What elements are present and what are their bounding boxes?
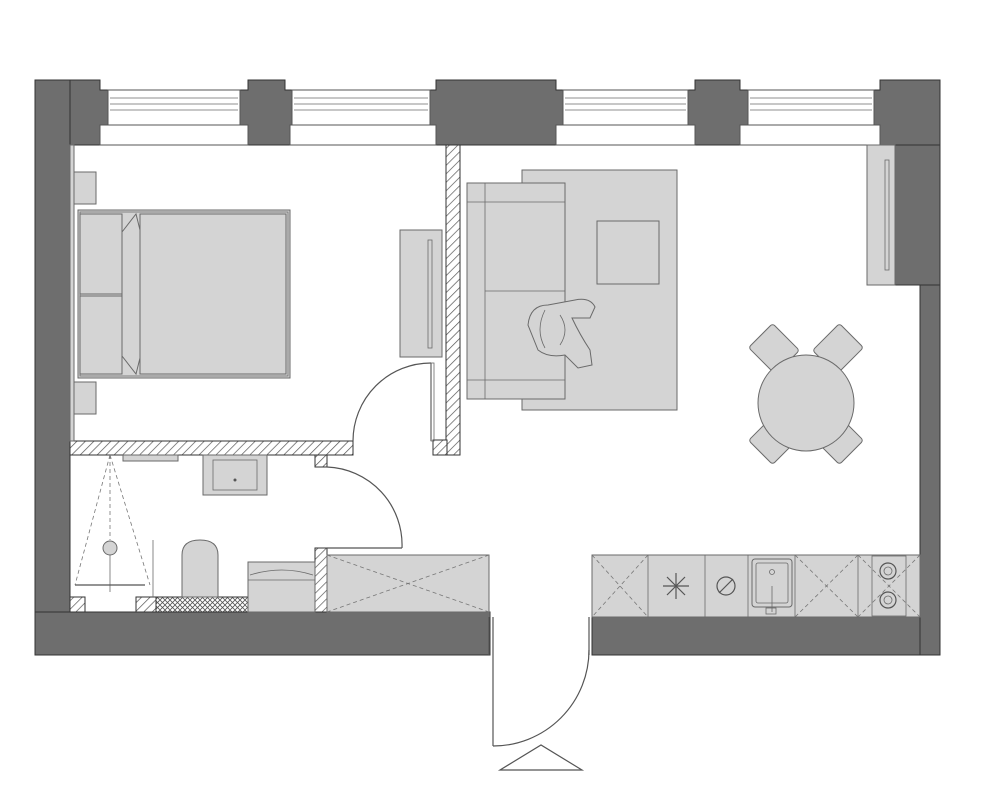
wall-bottom-right — [591, 616, 941, 656]
bedroom-wall-liner — [69, 144, 75, 442]
interior-partitions — [69, 144, 461, 613]
partition-bath-stub — [314, 454, 328, 468]
cooktop — [857, 554, 921, 618]
partition-bedroom-living — [445, 144, 461, 456]
pier-5 — [873, 79, 941, 146]
sink — [751, 558, 793, 615]
bed-blanket-fold — [121, 212, 141, 376]
dining-area — [749, 324, 863, 464]
window-4 — [739, 89, 881, 146]
wardrobe — [866, 144, 896, 286]
nightstand-bottom — [73, 381, 97, 415]
shower — [74, 454, 179, 597]
toilet — [181, 539, 219, 598]
living-room — [466, 144, 896, 411]
armchair — [527, 298, 596, 369]
round-table — [757, 354, 855, 452]
partition-bath-hall — [314, 547, 328, 613]
sofa — [466, 182, 566, 400]
tv-panel — [399, 229, 443, 358]
bath-floor-tile — [155, 596, 249, 613]
bath-floor-hatch-1 — [69, 596, 86, 613]
bedroom-door — [352, 362, 435, 442]
pillow-bottom — [79, 295, 123, 375]
window-2 — [289, 89, 437, 146]
bath-floor-hatch-2 — [135, 596, 157, 613]
bathroom — [74, 454, 403, 613]
oven-burner — [716, 576, 736, 596]
pillow-top — [79, 213, 123, 295]
bathroom-door — [326, 466, 403, 549]
shower-rail — [122, 454, 179, 462]
bed-blanket — [139, 213, 287, 375]
hallway — [326, 554, 490, 613]
pier-4 — [687, 79, 749, 146]
dishwasher — [794, 554, 859, 618]
washing-machine — [247, 561, 316, 613]
kitchen — [591, 554, 921, 618]
entrance-door — [488, 612, 590, 747]
partition-bedroom-bath — [69, 440, 354, 456]
window-1 — [99, 89, 249, 146]
hob — [663, 573, 689, 599]
coffee-table — [596, 220, 660, 285]
pier-3 — [429, 79, 564, 146]
double-bed — [77, 209, 291, 379]
window-3 — [555, 89, 696, 146]
sink — [202, 454, 268, 496]
nightstand-top — [73, 171, 97, 205]
windows — [99, 89, 881, 146]
partition-stub — [432, 439, 448, 456]
wall-bottom-left — [34, 611, 491, 656]
storage-cabinet — [326, 554, 490, 613]
bedroom — [73, 171, 443, 442]
triangle-icon — [497, 744, 585, 771]
wall-left — [34, 79, 71, 656]
